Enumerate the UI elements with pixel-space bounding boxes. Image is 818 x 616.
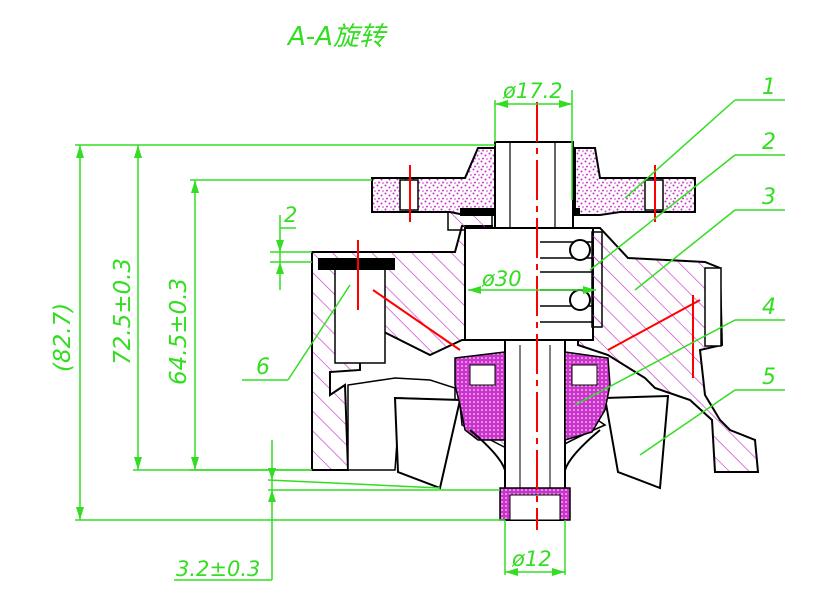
- dim-dia-17-2: ø17.2: [502, 79, 563, 103]
- dim-height-72-5: 72.5±0.3: [110, 258, 136, 365]
- callout-3: 3: [762, 185, 776, 210]
- dimension-arrows: [76, 100, 596, 576]
- callout-4: 4: [762, 295, 776, 320]
- bearing: [569, 231, 603, 328]
- centerlines: [357, 102, 701, 530]
- seal-assembly: [454, 351, 611, 521]
- callout-5: 5: [762, 365, 776, 390]
- callout-1: 1: [762, 75, 776, 100]
- dim-dia-30: ø30: [481, 267, 522, 291]
- dim-offset-3-2: 3.2±0.3: [176, 557, 260, 581]
- callout-2: 2: [762, 130, 776, 155]
- dim-height-82-7: (82.7): [50, 303, 76, 372]
- housing: [311, 209, 760, 473]
- dim-height-64-5: 64.5±0.3: [166, 278, 192, 385]
- callout-labels: 1 2 3 4 5 6: [256, 75, 776, 390]
- dimension-labels: ø17.2 ø30 ø12 2 3.2±0.3 (82.7) 72.5±0.3 …: [50, 79, 563, 581]
- dim-dia-12: ø12: [511, 547, 552, 571]
- dim-gap-2: 2: [284, 203, 297, 227]
- callout-6: 6: [256, 355, 270, 380]
- view-title: A-A旋转: [286, 22, 388, 52]
